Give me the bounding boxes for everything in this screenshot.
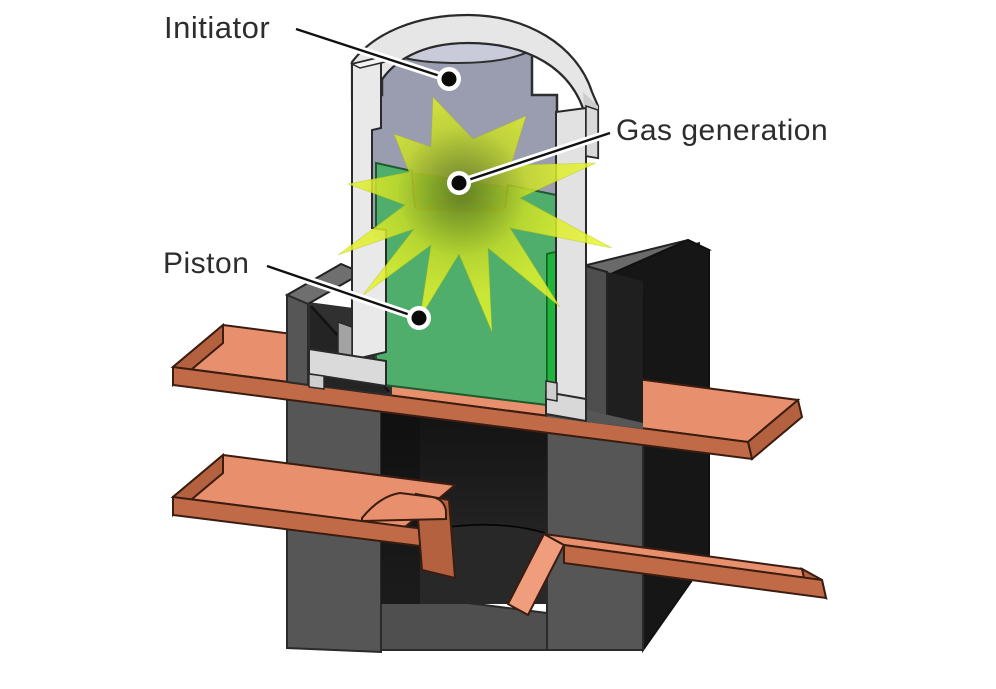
initiator-dot	[441, 71, 457, 87]
sleeve-left-foot-lip	[308, 373, 325, 390]
leader-piston	[263, 262, 431, 330]
housing-left-wall-face	[286, 293, 309, 387]
busbar-stub-ramp	[361, 491, 447, 523]
piston-dot	[411, 310, 427, 326]
leader-initiator	[292, 25, 461, 91]
sleeve-left-foot	[308, 347, 387, 388]
leader-gas-generation	[447, 129, 614, 195]
busbar-lower	[170, 452, 828, 617]
label-initiator: Initiator	[164, 10, 271, 45]
gas-dot	[451, 175, 467, 191]
gas-generation-burst	[337, 95, 613, 333]
sleeve-right-notch	[585, 104, 599, 159]
housing-wall-band-front	[585, 264, 608, 421]
busbar-lower-right-front	[563, 543, 828, 600]
sleeve-right-foot-nub	[545, 380, 558, 402]
label-gas-generation: Gas generation	[616, 114, 829, 147]
housing-front-bottom	[380, 590, 548, 651]
housing-interior-cover	[607, 272, 643, 428]
label-piston: Piston	[163, 247, 250, 280]
